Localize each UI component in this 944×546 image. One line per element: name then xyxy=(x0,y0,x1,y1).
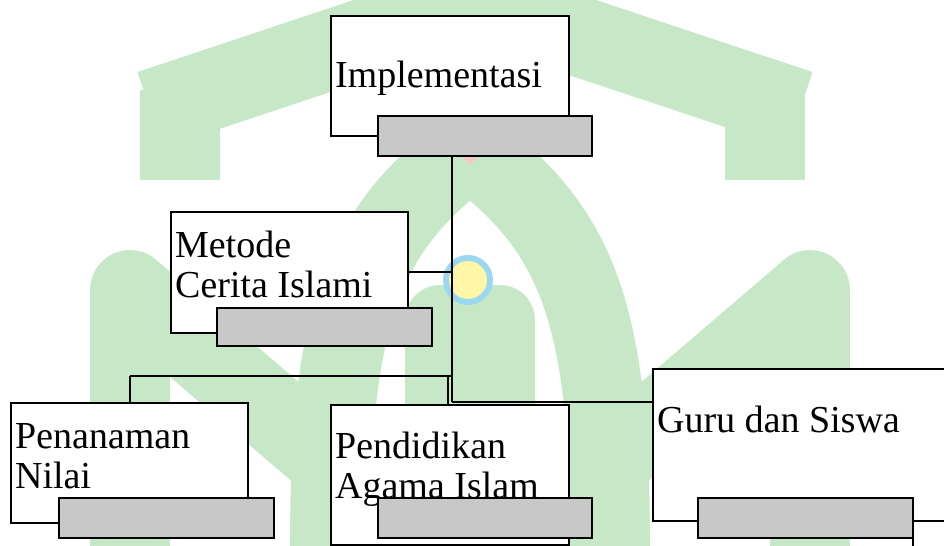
node-metode-label: Metode Cerita Islami xyxy=(175,224,373,306)
node-penanaman-label: Penanaman Nilai xyxy=(15,415,191,497)
node-metode-tab xyxy=(216,307,433,347)
node-metode-cerita-islami[interactable]: Metode Cerita Islami xyxy=(170,211,409,334)
node-guru-label: Guru dan Siswa xyxy=(657,399,900,441)
node-pendidikan-tab xyxy=(377,497,593,539)
node-implementasi-tab xyxy=(377,115,593,157)
node-guru-tab xyxy=(697,497,914,539)
node-guru-dan-siswa[interactable]: Guru dan Siswa xyxy=(652,368,944,522)
node-penanaman-tab xyxy=(58,497,275,539)
node-implementasi-label: Implementasi xyxy=(335,54,542,96)
node-pendidikan-label: Pendidikan Agama Islam xyxy=(335,425,539,507)
